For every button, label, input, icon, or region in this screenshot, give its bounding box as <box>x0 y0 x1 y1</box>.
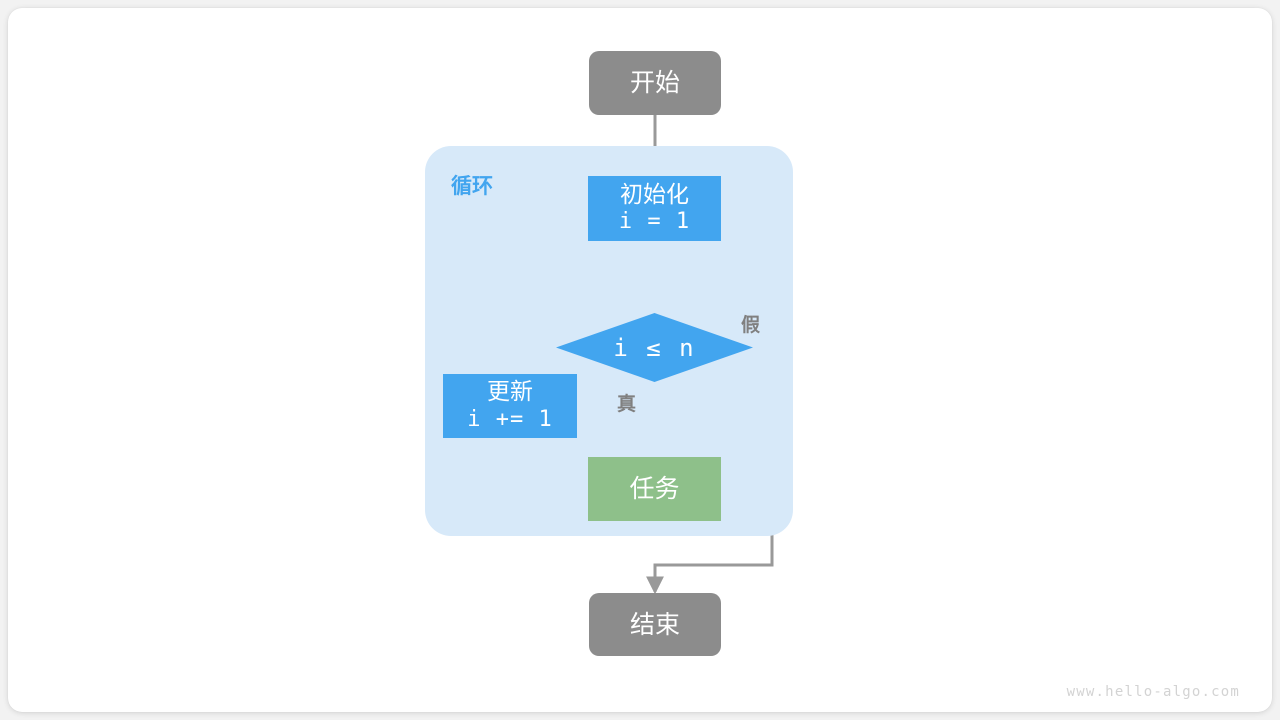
loop-container-label: 循环 <box>451 174 493 198</box>
edge-label-false: 假 <box>741 314 761 336</box>
node-init-label: 初始化 <box>620 181 689 208</box>
node-end-label: 结束 <box>629 609 680 639</box>
node-start-label: 开始 <box>629 68 680 98</box>
edge-label-true: 真 <box>617 393 637 415</box>
node-init[interactable]: 初始化 i = 1 <box>588 176 721 241</box>
node-condition-label: i ≤ n <box>613 333 696 362</box>
watermark: www.hello-algo.com <box>1066 684 1240 700</box>
node-condition[interactable]: i ≤ n <box>556 313 753 382</box>
node-update[interactable]: 更新 i += 1 <box>443 374 577 438</box>
node-update-label: 更新 <box>487 379 533 406</box>
node-init-code: i = 1 <box>618 209 691 235</box>
node-task[interactable]: 任务 <box>588 457 721 521</box>
node-task-label: 任务 <box>629 474 680 504</box>
node-start[interactable]: 开始 <box>589 51 721 115</box>
node-update-code: i += 1 <box>467 406 553 432</box>
node-end[interactable]: 结束 <box>589 593 721 656</box>
condition-diamond-shape <box>556 313 753 382</box>
